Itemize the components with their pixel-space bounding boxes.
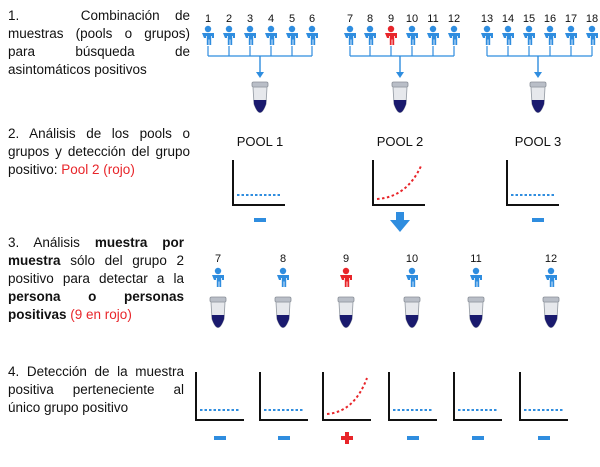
sample-12-tube-icon bbox=[542, 296, 560, 328]
sample-11-tube-icon bbox=[467, 296, 485, 328]
sample-9-number: 9 bbox=[343, 253, 349, 265]
group-1-number-6: 6 bbox=[309, 13, 315, 25]
group-3-person-14-icon bbox=[502, 25, 514, 45]
group-3-number-13: 13 bbox=[481, 13, 493, 25]
pool-2-label: POOL 2 bbox=[377, 134, 423, 149]
sample-8-tube-icon bbox=[274, 296, 292, 328]
pool-3-label: POOL 3 bbox=[515, 134, 561, 149]
group-2-number-11: 11 bbox=[427, 13, 438, 25]
pool-3-tube-icon bbox=[529, 81, 547, 113]
sample-12-graph bbox=[519, 372, 568, 421]
group-1-person-6-icon bbox=[306, 25, 318, 45]
group-1-number-2: 2 bbox=[226, 13, 232, 25]
sample-12-negative-sign bbox=[538, 436, 550, 440]
group-3-person-13-icon bbox=[481, 25, 493, 45]
step-1-text: 1. Combinación de muestras (pools o grup… bbox=[8, 7, 190, 79]
pool-1-negative-sign bbox=[254, 218, 266, 222]
pool-3-negative-sign bbox=[532, 218, 544, 222]
sample-7-negative-sign bbox=[214, 436, 226, 440]
group-2-person-8-icon bbox=[364, 25, 376, 45]
group-2-person-9-icon bbox=[385, 25, 397, 45]
step-3-bold2: persona o personas positivas bbox=[8, 289, 184, 322]
group-2-number-7: 7 bbox=[347, 13, 353, 25]
group-2-arrow-icon bbox=[396, 56, 404, 78]
sample-10-negative-sign bbox=[407, 436, 419, 440]
group-1-number-4: 4 bbox=[268, 13, 274, 25]
group-1-person-4-icon bbox=[265, 25, 277, 45]
sample-10-number: 10 bbox=[406, 253, 418, 265]
group-3-number-16: 16 bbox=[544, 13, 556, 25]
step-2-highlight: Pool 2 (rojo) bbox=[61, 162, 135, 177]
sample-9-positive-sign bbox=[341, 432, 353, 444]
sample-11-negative-sign bbox=[472, 436, 484, 440]
sample-11-number: 11 bbox=[470, 253, 481, 265]
group-3-number-14: 14 bbox=[502, 13, 514, 25]
step-3-part2: sólo del grupo 2 positivo para detectar … bbox=[8, 253, 184, 286]
group-2-number-10: 10 bbox=[406, 13, 418, 25]
group-2-person-7-icon bbox=[344, 25, 356, 45]
group-1-person-1-icon bbox=[202, 25, 214, 45]
group-1-person-5-icon bbox=[286, 25, 298, 45]
sample-9-graph bbox=[322, 372, 371, 421]
sample-8-number: 8 bbox=[280, 253, 286, 265]
sample-12-person-icon bbox=[545, 267, 557, 287]
sample-10-person-icon bbox=[406, 267, 418, 287]
sample-12-number: 12 bbox=[545, 253, 557, 265]
sample-7-graph bbox=[195, 372, 244, 421]
pool-1-graph bbox=[232, 160, 285, 206]
group-3-number-18: 18 bbox=[586, 13, 598, 25]
pool-1-label: POOL 1 bbox=[237, 134, 283, 149]
step-3-bold1: muestra por muestra bbox=[8, 235, 184, 268]
group-2-person-10-icon bbox=[406, 25, 418, 45]
group-3-number-17: 17 bbox=[565, 13, 577, 25]
sample-10-graph bbox=[388, 372, 437, 421]
pool-1-tube-icon bbox=[251, 81, 269, 113]
sample-8-person-icon bbox=[277, 267, 289, 287]
group-2-person-11-icon bbox=[427, 25, 439, 45]
group-3-person-16-icon bbox=[544, 25, 556, 45]
sample-7-person-icon bbox=[212, 267, 224, 287]
group-3-person-15-icon bbox=[523, 25, 535, 45]
step-2-text: 2. Análisis de los pools o grupos y dete… bbox=[8, 125, 190, 179]
group-2-person-12-icon bbox=[448, 25, 460, 45]
step-4-content: 4. Detección de la muestra positiva pert… bbox=[8, 364, 184, 415]
group-1-number-3: 3 bbox=[247, 13, 253, 25]
group-3-number-15: 15 bbox=[523, 13, 535, 25]
pool-3-graph bbox=[506, 160, 559, 206]
step-3-text: 3. Análisis muestra por muestra sólo del… bbox=[8, 234, 184, 324]
sample-7-tube-icon bbox=[209, 296, 227, 328]
step-4-text: 4. Detección de la muestra positiva pert… bbox=[8, 363, 184, 417]
step-2-content: 2. Análisis de los pools o grupos y dete… bbox=[8, 126, 190, 177]
group-1-person-3-icon bbox=[244, 25, 256, 45]
sample-11-person-icon bbox=[470, 267, 482, 287]
step-3-part1: 3. Análisis bbox=[8, 235, 95, 250]
group-2-number-12: 12 bbox=[448, 13, 460, 25]
group-3-arrow-icon bbox=[534, 56, 542, 78]
pool-2-to-individual-arrow-icon bbox=[390, 212, 410, 232]
pool-2-tube-icon bbox=[391, 81, 409, 113]
group-1-number-1: 1 bbox=[205, 13, 211, 25]
sample-10-tube-icon bbox=[403, 296, 421, 328]
group-3-person-18-icon bbox=[586, 25, 598, 45]
group-2-number-9: 9 bbox=[388, 13, 394, 25]
sample-8-graph bbox=[259, 372, 308, 421]
group-3-person-17-icon bbox=[565, 25, 577, 45]
sample-9-person-icon bbox=[340, 267, 352, 287]
sample-11-graph bbox=[453, 372, 502, 421]
sample-9-tube-icon bbox=[337, 296, 355, 328]
group-1-arrow-icon bbox=[256, 56, 264, 78]
step-1-content: 1. Combinación de muestras (pools o grup… bbox=[8, 8, 190, 77]
sample-7-number: 7 bbox=[215, 253, 221, 265]
sample-8-negative-sign bbox=[278, 436, 290, 440]
group-1-number-5: 5 bbox=[289, 13, 295, 25]
pool-2-graph bbox=[372, 160, 425, 206]
group-1-person-2-icon bbox=[223, 25, 235, 45]
step-3-highlight: (9 en rojo) bbox=[66, 307, 132, 322]
group-2-number-8: 8 bbox=[367, 13, 373, 25]
